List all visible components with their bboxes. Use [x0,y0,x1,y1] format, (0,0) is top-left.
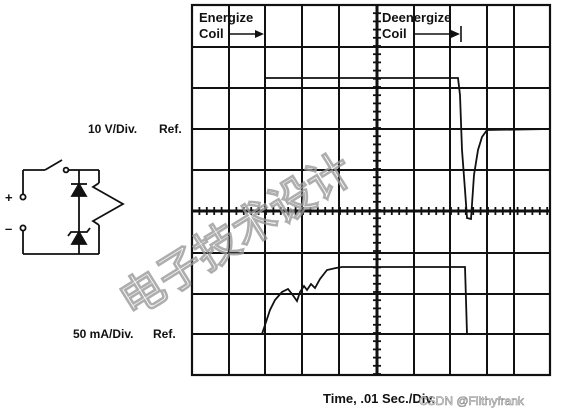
diode-symbol [70,182,88,197]
energize-label-line1: Energize [199,10,253,25]
energize-arrowhead [255,30,264,38]
axis-ticks [198,12,549,375]
deenergize-arrowhead [451,30,460,38]
scope-screen-frame [190,3,552,377]
scope-grid [192,5,550,375]
credit-text: CSDN @Filthyfrank [419,394,525,408]
positive-terminal [19,193,27,201]
scope-center-axes [192,5,550,375]
relay-coil-zigzag [91,182,125,226]
voltage-ref-label: Ref. [159,122,182,136]
voltage-trace [192,77,551,221]
current-ref-label: Ref. [153,327,176,341]
plus-sign: + [5,190,13,205]
time-scale-label: Time, .01 Sec./Div. [323,391,435,406]
current-scale-label: 50 mA/Div. [73,327,133,341]
switch-blade [44,159,63,171]
deenergize-label-line2: Coil [382,26,407,41]
zener-bar [67,227,91,237]
energize-label-line2: Coil [199,26,224,41]
current-trace [192,266,550,335]
negative-terminal [19,224,27,232]
zener-diode-symbol [70,230,88,245]
relay-circuit-schematic [19,159,125,255]
voltage-scale-label: 10 V/Div. [88,122,137,136]
watermark-text: 电子技术设计 [111,144,362,327]
switch-contact [62,166,70,174]
deenergize-label-line1: Deenergize [382,10,451,25]
minus-sign: – [5,221,12,236]
